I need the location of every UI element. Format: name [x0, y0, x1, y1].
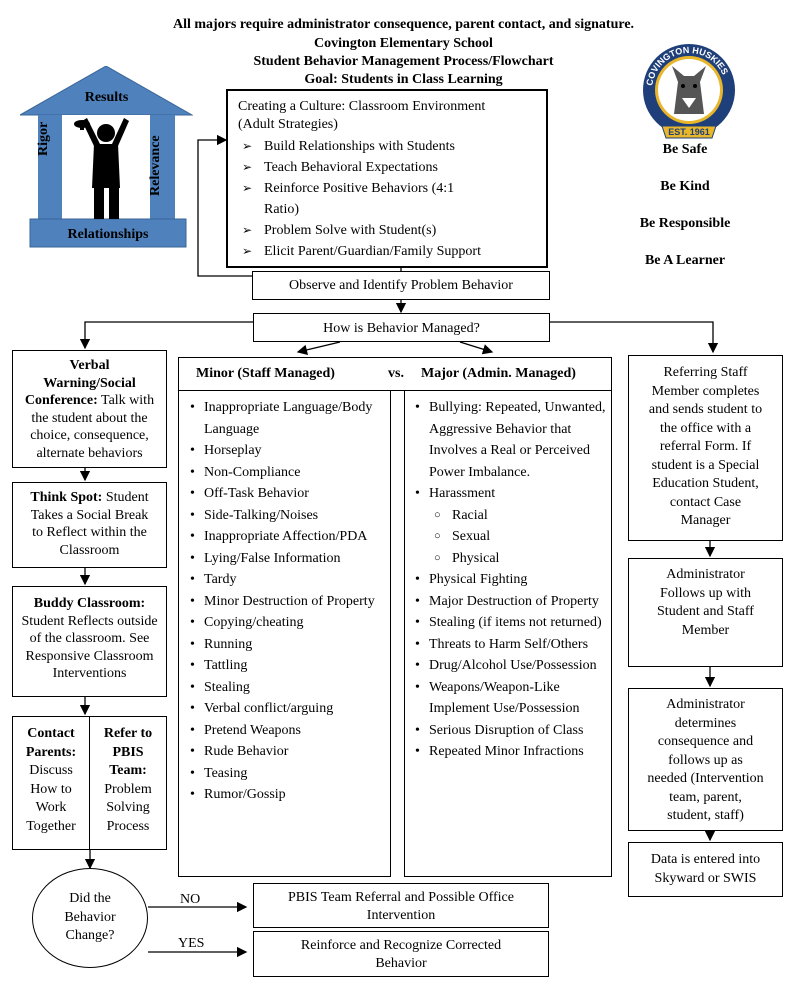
minor-item: Pretend Weapons [189, 720, 386, 742]
major-item: Harassment [414, 483, 609, 505]
major-item: Physical Fighting [414, 569, 609, 591]
no-label: NO [180, 892, 201, 907]
referring-staff-box: Referring Staff Member completes and sen… [628, 355, 783, 541]
observe-box: Observe and Identify Problem Behavior [252, 271, 550, 300]
minor-item: Inappropriate Affection/PDA [189, 526, 386, 548]
yes-label: YES [178, 936, 205, 951]
minor-item: Rumor/Gossip [189, 784, 386, 806]
goal-line: Goal: Students in Class Learning [304, 72, 503, 87]
major-list: Bullying: Repeated, Unwanted, Aggressive… [414, 397, 609, 763]
major-item: Bullying: Repeated, Unwanted, Aggressive… [414, 397, 609, 483]
managed-label: How is Behavior Managed? [323, 321, 480, 336]
minor-list-box: Inappropriate Language/Body Language Hor… [178, 390, 391, 877]
managed-to-referring-arrow [550, 321, 719, 354]
reinforce-box: Reinforce and Recognize Corrected Behavi… [253, 931, 549, 977]
vs-label: vs. [388, 366, 404, 381]
pillar-top-label: Results [84, 90, 129, 105]
school-logo: COVINGTON HUSKIES EST. 1961 [643, 44, 735, 139]
minor-item: Running [189, 634, 386, 656]
culture-item: Teach Behavioral Expectations [238, 157, 546, 178]
pbis-referral-box: PBIS Team Referral and Possible Office I… [253, 883, 549, 928]
minor-item: Verbal conflict/arguing [189, 698, 386, 720]
observe-label: Observe and Identify Problem Behavior [289, 278, 513, 293]
minor-item: Horseplay [189, 440, 386, 462]
major-item: Threats to Harm Self/Others [414, 634, 609, 656]
major-item: Stealing (if items not returned) [414, 612, 609, 634]
culture-list: Build Relationships with Students Teach … [238, 136, 546, 262]
minor-list: Inappropriate Language/Body Language Hor… [189, 397, 386, 806]
minor-major-header: Minor (Staff Managed) vs. Major (Admin. … [178, 357, 612, 391]
minor-item: Copying/cheating [189, 612, 386, 634]
verbal-box: Verbal Warning/Social Conference: Talk w… [12, 350, 167, 468]
minor-item: Tardy [189, 569, 386, 591]
page-title: Student Behavior Management Process/Flow… [253, 54, 554, 69]
culture-box: Creating a Culture: Classroom Environmen… [226, 89, 548, 268]
minor-title: Minor (Staff Managed) [196, 366, 335, 381]
culture-item: Elicit Parent/Guardian/Family Support [238, 241, 546, 262]
minor-item: Off-Task Behavior [189, 483, 386, 505]
minor-item: Teasing [189, 763, 386, 785]
decision-node: Did the Behavior Change? [32, 868, 148, 968]
culture-subtitle: (Adult Strategies) [238, 117, 338, 132]
buddy-classroom-box: Buddy Classroom: Student Reflects outsid… [12, 586, 167, 697]
admin-determine-box: Administrator determines consequence and… [628, 688, 783, 831]
refer-pbis-box: Refer to PBIS Team: Problem Solving Proc… [89, 716, 167, 850]
rigor-label: Rigor [36, 121, 51, 156]
contact-parents-box: Contact Parents: Discuss How to Work Tog… [12, 716, 90, 850]
data-entry-box: Data is entered into Skyward or SWIS [628, 842, 783, 897]
culture-title: Creating a Culture: Classroom Environmen… [238, 99, 486, 114]
minor-item: Stealing [189, 677, 386, 699]
value-responsible: Be Responsible [639, 216, 731, 231]
pillar-bottom-label: Relationships [67, 227, 149, 242]
managed-box: How is Behavior Managed? [253, 313, 550, 342]
major-item: Weapons/Weapon-Like Implement Use/Posses… [414, 677, 609, 720]
minor-item: Rude Behavior [189, 741, 386, 763]
minor-item: Side-Talking/Noises [189, 505, 386, 527]
loop-back-arrow [197, 134, 252, 277]
managed-to-major-arrow [459, 341, 494, 355]
culture-item: Problem Solve with Student(s) [238, 220, 546, 241]
culture-item: Build Relationships with Students [238, 136, 546, 157]
major-item: Major Destruction of Property [414, 591, 609, 613]
value-kind: Be Kind [660, 179, 710, 194]
harassment-type: Sexual [414, 526, 609, 548]
major-title: Major (Admin. Managed) [421, 366, 576, 381]
major-list-box: Bullying: Repeated, Unwanted, Aggressive… [404, 390, 612, 877]
major-item: Drug/Alcohol Use/Possession [414, 655, 609, 677]
minor-item: Tattling [189, 655, 386, 677]
managed-to-minor-arrow [296, 341, 341, 355]
pillar-right-label: Relevance [148, 106, 164, 196]
school-name: Covington Elementary School [314, 36, 493, 51]
minor-item: Minor Destruction of Property [189, 591, 386, 613]
think-spot-box: Think Spot: Student Takes a Social Break… [12, 482, 167, 568]
minor-item: Non-Compliance [189, 462, 386, 484]
pillar-left-label: Rigor [36, 76, 52, 156]
minor-item: Lying/False Information [189, 548, 386, 570]
relevance-label: Relevance [148, 135, 163, 196]
header-note: All majors require administrator consequ… [172, 17, 635, 32]
value-learner: Be A Learner [644, 253, 726, 268]
pillar-graphic [20, 66, 193, 248]
managed-to-verbal-arrow [79, 321, 253, 350]
value-safe: Be Safe [662, 142, 708, 157]
harassment-type: Physical [414, 548, 609, 570]
admin-follow-box: Administrator Follows up with Student an… [628, 558, 783, 667]
harassment-type: Racial [414, 505, 609, 527]
major-item: Repeated Minor Infractions [414, 741, 609, 763]
logo-banner: EST. 1961 [668, 127, 710, 137]
minor-item: Inappropriate Language/Body Language [189, 397, 386, 440]
major-item: Serious Disruption of Class [414, 720, 609, 742]
